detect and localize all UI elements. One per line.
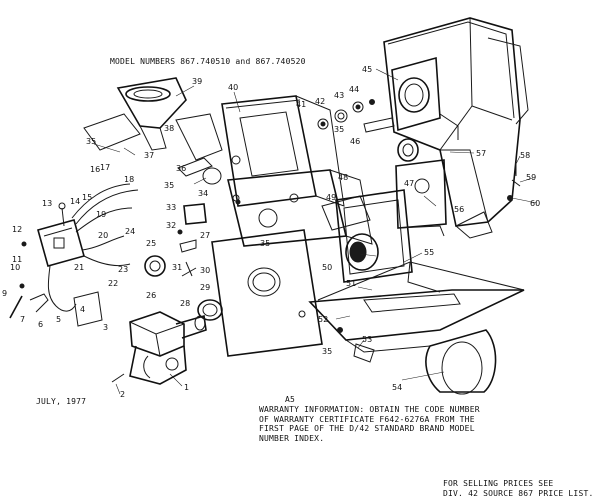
callout-9: 9 [2,289,7,298]
callout-24: 24 [125,227,135,236]
callout-43: 43 [334,91,344,100]
callout-51: 51 [346,279,356,288]
callout-37: 37 [144,151,154,160]
warranty-line: WARRANTY INFORMATION: OBTAIN THE CODE NU… [259,405,480,414]
price-list-note: FOR SELLING PRICES SEE DIV. 42 SOURCE 86… [443,479,594,498]
callout-23: 23 [118,265,128,274]
callout-59: 59 [526,173,536,182]
callout-3: 3 [103,323,108,332]
callout-35: 35 [322,347,332,356]
callout-28: 28 [180,299,190,308]
callout-38: 38 [164,124,174,133]
callout-45: 45 [362,65,372,74]
callout-41: 41 [296,100,306,109]
callout-14: 14 [70,197,80,206]
screws-right [337,162,521,363]
callout-17: 17 [100,163,110,172]
callout-35: 35 [86,137,96,146]
callout-34: 34 [198,189,208,198]
callout-36: 36 [176,164,186,173]
callout-46: 46 [350,137,360,146]
callout-39: 39 [192,77,202,86]
callout-11: 11 [12,255,22,264]
callout-32: 32 [166,221,176,230]
bracket-parts [177,157,241,225]
leader-lines [93,68,538,395]
price-line: FOR SELLING PRICES SEE [443,479,554,488]
middle-panel [227,169,373,247]
callout-42: 42 [315,97,325,106]
callout-50: 50 [322,263,332,272]
callout-54: 54 [392,383,402,392]
burner-plate [335,189,413,283]
callout-52: 52 [318,315,328,324]
callout-26: 26 [146,291,156,300]
callout-10: 10 [10,263,20,272]
front-panel [221,95,345,207]
warranty-information: WARRANTY INFORMATION: OBTAIN THE CODE NU… [259,405,480,443]
callout-57: 57 [476,149,486,158]
callout-15: 15 [82,193,92,202]
oil-burner [111,311,207,385]
callout-6: 6 [38,320,43,329]
heat-exchanger [383,17,529,239]
callout-18: 18 [124,175,134,184]
control-assembly [9,183,139,327]
warranty-line: FIRST PAGE OF THE D/42 STANDARD BRAND MO… [259,424,475,433]
callout-5: 5 [56,315,61,324]
callout-21: 21 [74,263,84,272]
price-line: DIV. 42 SOURCE 867 PRICE LIST. [443,488,594,498]
model-numbers-heading: MODEL NUMBERS 867.740510 and 867.740520 [110,57,306,66]
callout-20: 20 [98,231,108,240]
page-code: A5 [285,395,296,404]
fasteners-and-rings [144,229,223,321]
callout-16: 16 [90,165,100,174]
lower-cover [211,229,323,357]
callout-49: 49 [326,193,336,202]
callout-40: 40 [228,83,238,92]
callout-53: 53 [362,335,372,344]
callout-25: 25 [146,239,156,248]
callout-2: 2 [120,390,125,399]
warranty-line: NUMBER INDEX. [259,433,325,443]
callout-33: 33 [166,203,176,212]
callout-12: 12 [12,225,22,234]
callout-44: 44 [349,85,359,94]
callout-55: 55 [424,248,434,257]
side-panel [395,138,447,237]
callout-29: 29 [200,283,210,292]
small-hardware [317,99,395,133]
flue-collar-assembly [83,77,223,161]
callout-60: 60 [530,199,540,208]
callout-56: 56 [454,205,464,214]
callout-35: 35 [334,125,344,134]
date-label: JULY, 1977 [36,397,87,406]
callout-35: 35 [164,181,174,190]
callout-31: 31 [172,263,182,272]
callout-13: 13 [42,199,52,208]
callout-19: 19 [96,210,106,219]
callout-30: 30 [200,266,210,275]
callout-22: 22 [108,279,118,288]
callout-4: 4 [80,305,85,314]
callout-27: 27 [200,231,210,240]
callout-58: 58 [520,151,530,160]
callout-7: 7 [20,315,25,324]
callout-1: 1 [184,383,189,392]
base-assembly [308,261,525,395]
callout-48: 48 [338,173,348,182]
warranty-line: OF WARRANTY CERTIFICATE F642-6276A FROM … [259,414,475,424]
callout-35: 35 [260,239,270,248]
callout-47: 47 [404,179,414,188]
